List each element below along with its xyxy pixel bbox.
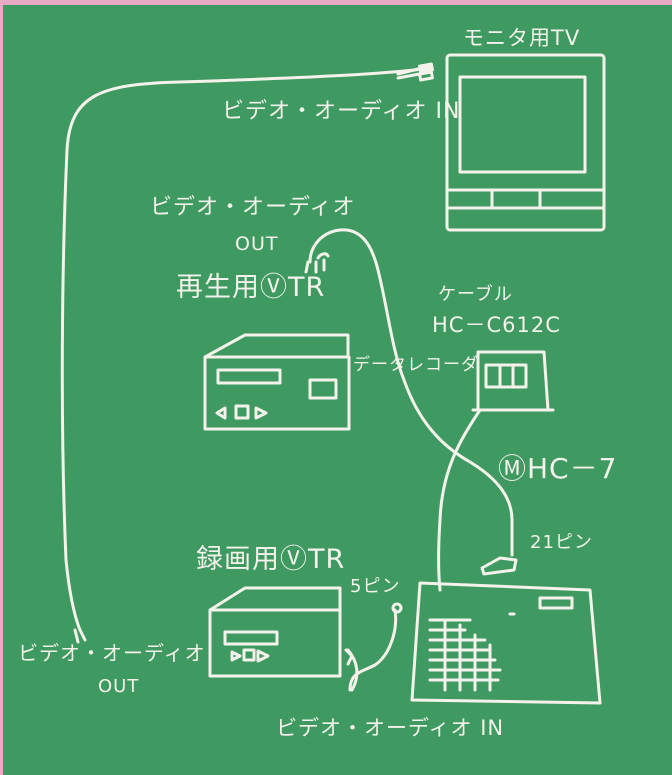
monitor-tv-label: モニタ用TV bbox=[463, 26, 580, 50]
data-recorder bbox=[471, 350, 555, 412]
recorder-cable bbox=[437, 408, 482, 592]
recording-vtr-label: 録画用ⓋTR bbox=[196, 544, 345, 575]
pin5-cable bbox=[348, 608, 398, 692]
recorder-out-plug bbox=[73, 628, 87, 644]
pin21-connector bbox=[480, 556, 518, 576]
computer-hc7 bbox=[410, 581, 602, 705]
monitor-tv bbox=[445, 53, 606, 232]
cable-model-label: HC－C612C bbox=[432, 313, 561, 337]
playback-av-cable bbox=[308, 228, 514, 557]
cable-label: ケーブル bbox=[438, 283, 513, 305]
data-recorder-label: データレコーダ bbox=[353, 354, 479, 375]
playback-output-out-label: OUT bbox=[235, 233, 278, 255]
playback-vtr-label: 再生用ⓋTR bbox=[176, 272, 325, 303]
recording-output-label: ビデオ・オーディオ bbox=[18, 641, 206, 665]
computer-input-label: ビデオ・オーディオ IN bbox=[276, 716, 504, 740]
monitor-cable bbox=[60, 66, 432, 632]
playback-vtr bbox=[203, 333, 351, 431]
computer-model-label: ⓂHC－7 bbox=[498, 452, 617, 485]
pin5-label: 5ピン bbox=[350, 576, 400, 597]
recording-output-out-label: OUT bbox=[98, 676, 139, 697]
pin21-label: 21ピン bbox=[530, 532, 593, 553]
monitor-input-label: ビデオ・オーディオ IN bbox=[222, 99, 460, 124]
playback-output-label: ビデオ・オーディオ bbox=[150, 195, 355, 220]
